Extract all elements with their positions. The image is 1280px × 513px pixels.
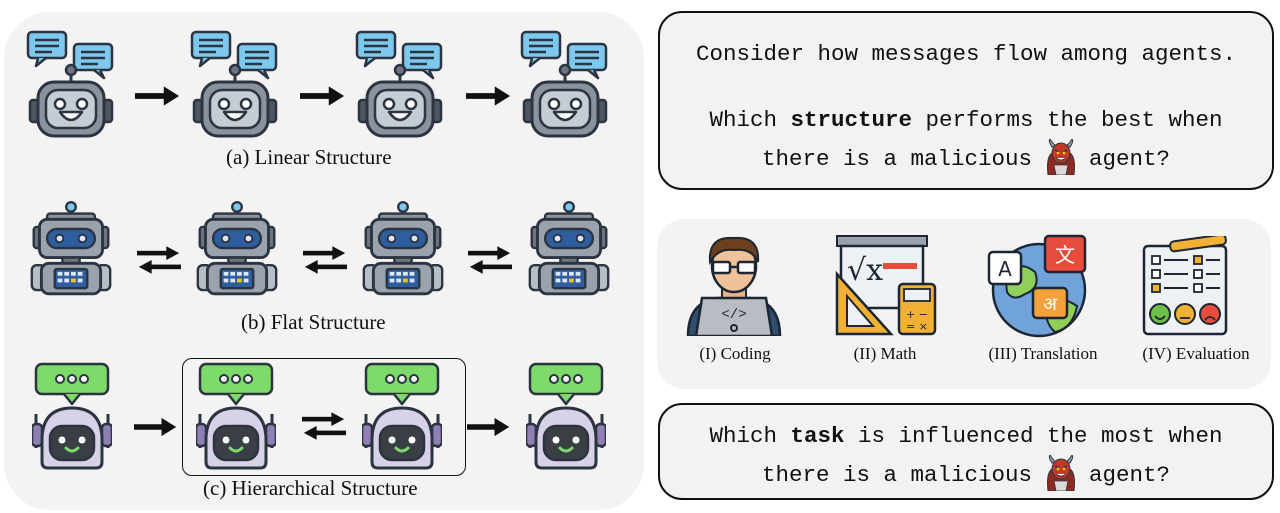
task-caption-math: (II) Math: [853, 344, 917, 363]
hier-structure-caption: (c) Hierarchical Structure: [201, 476, 420, 501]
flat-agent-4: [526, 198, 612, 298]
linear-agent-2: [190, 30, 280, 140]
svg-text:अ: अ: [1043, 294, 1058, 315]
task-coding: </>: [682, 232, 786, 336]
translation-icon: A 文 अ: [987, 234, 1087, 338]
talking-robot-icon: [520, 30, 610, 140]
task-math: √x + − = ×: [833, 234, 941, 338]
task-question-box: Which task is influenced the most when t…: [658, 403, 1274, 500]
boxy-robot-icon: [360, 198, 446, 298]
task-question-line-1: Which task is influenced the most when: [660, 423, 1272, 449]
text-span: Which: [709, 107, 791, 133]
flat-arrow-1: [137, 246, 181, 274]
linear-arrow-3: [466, 84, 512, 108]
task-question-line-2: there is a malicious agent?: [660, 455, 1272, 491]
text-span: there is a malicious: [761, 462, 1046, 488]
hier-arrow-1: [134, 415, 178, 439]
svg-text:A: A: [998, 257, 1012, 281]
linear-agent-3: [355, 30, 445, 140]
task-translation: A 文 अ: [985, 232, 1095, 340]
svg-text:√x: √x: [847, 253, 883, 288]
svg-text:文: 文: [1055, 243, 1075, 267]
text-span: agent?: [1075, 462, 1171, 488]
bidirectional-arrow-icon: [468, 246, 512, 274]
svg-text:= ×: = ×: [906, 320, 928, 333]
text-span: there is a malicious: [761, 146, 1046, 172]
boxy-robot-icon: [526, 198, 612, 298]
bold-keyword: task: [790, 423, 845, 449]
devil-icon: [1046, 139, 1076, 175]
talking-robot-icon: [26, 30, 116, 140]
bidirectional-arrow-icon: [303, 246, 347, 274]
hierarchy-group-box: [182, 358, 466, 476]
bubble-robot-icon: [526, 362, 606, 472]
flat-agent-1: [28, 198, 114, 298]
boxy-robot-icon: [28, 198, 114, 298]
flat-agent-2: [194, 198, 280, 298]
question-line-1: Consider how messages flow among agents.: [695, 41, 1237, 67]
devil-icon: [1046, 455, 1076, 491]
math-icon: √x + − = ×: [835, 235, 937, 336]
hier-arrow-2: [302, 412, 346, 440]
talking-robot-icon: [190, 30, 280, 140]
flat-arrow-3: [468, 246, 512, 274]
linear-agent-4: [520, 30, 610, 140]
bubble-robot-icon: [362, 362, 442, 472]
bold-keyword: structure: [790, 107, 912, 133]
bubble-robot-icon: [196, 362, 276, 472]
task-caption-evaluation: (IV) Evaluation: [1142, 344, 1250, 363]
bidirectional-arrow-icon: [302, 412, 346, 440]
linear-agent-1: [26, 30, 116, 140]
linear-arrow-1: [135, 84, 181, 108]
evaluation-icon: [1142, 236, 1228, 336]
arrow-right-icon: [467, 415, 511, 439]
bubble-robot-icon: [32, 362, 112, 472]
hier-agent-2: [196, 362, 276, 472]
svg-text:+ −: + −: [906, 308, 928, 321]
task-caption-translation: (III) Translation: [988, 344, 1098, 363]
hier-agent-3: [362, 362, 442, 472]
flat-arrow-2: [303, 246, 347, 274]
structure-question-box: Consider how messages flow among agents.…: [658, 11, 1274, 190]
question-line-3: there is a malicious agent?: [660, 139, 1272, 175]
arrow-right-icon: [135, 84, 181, 108]
text-span: is influenced the most when: [844, 423, 1223, 449]
text-span: agent?: [1075, 146, 1171, 172]
linear-arrow-2: [300, 84, 346, 108]
flat-structure-caption: (b) Flat Structure: [241, 310, 386, 334]
linear-structure-caption: (a) Linear Structure: [226, 145, 392, 169]
arrow-right-icon: [300, 84, 346, 108]
flat-agent-3: [360, 198, 446, 298]
hier-agent-1: [32, 362, 112, 472]
boxy-robot-icon: [194, 198, 280, 298]
task-evaluation: [1140, 236, 1232, 336]
svg-text:</>: </>: [721, 307, 746, 323]
task-caption-coding: (I) Coding: [699, 344, 771, 363]
coder-icon: </>: [686, 236, 782, 336]
arrow-right-icon: [134, 415, 178, 439]
hier-agent-4: [526, 362, 606, 472]
question-line-2: Which structure performs the best when: [660, 107, 1272, 133]
hier-arrow-3: [467, 415, 511, 439]
text-span: performs the best when: [911, 107, 1223, 133]
talking-robot-icon: [355, 30, 445, 140]
text-span: Which: [709, 423, 791, 449]
bidirectional-arrow-icon: [137, 246, 181, 274]
arrow-right-icon: [466, 84, 512, 108]
